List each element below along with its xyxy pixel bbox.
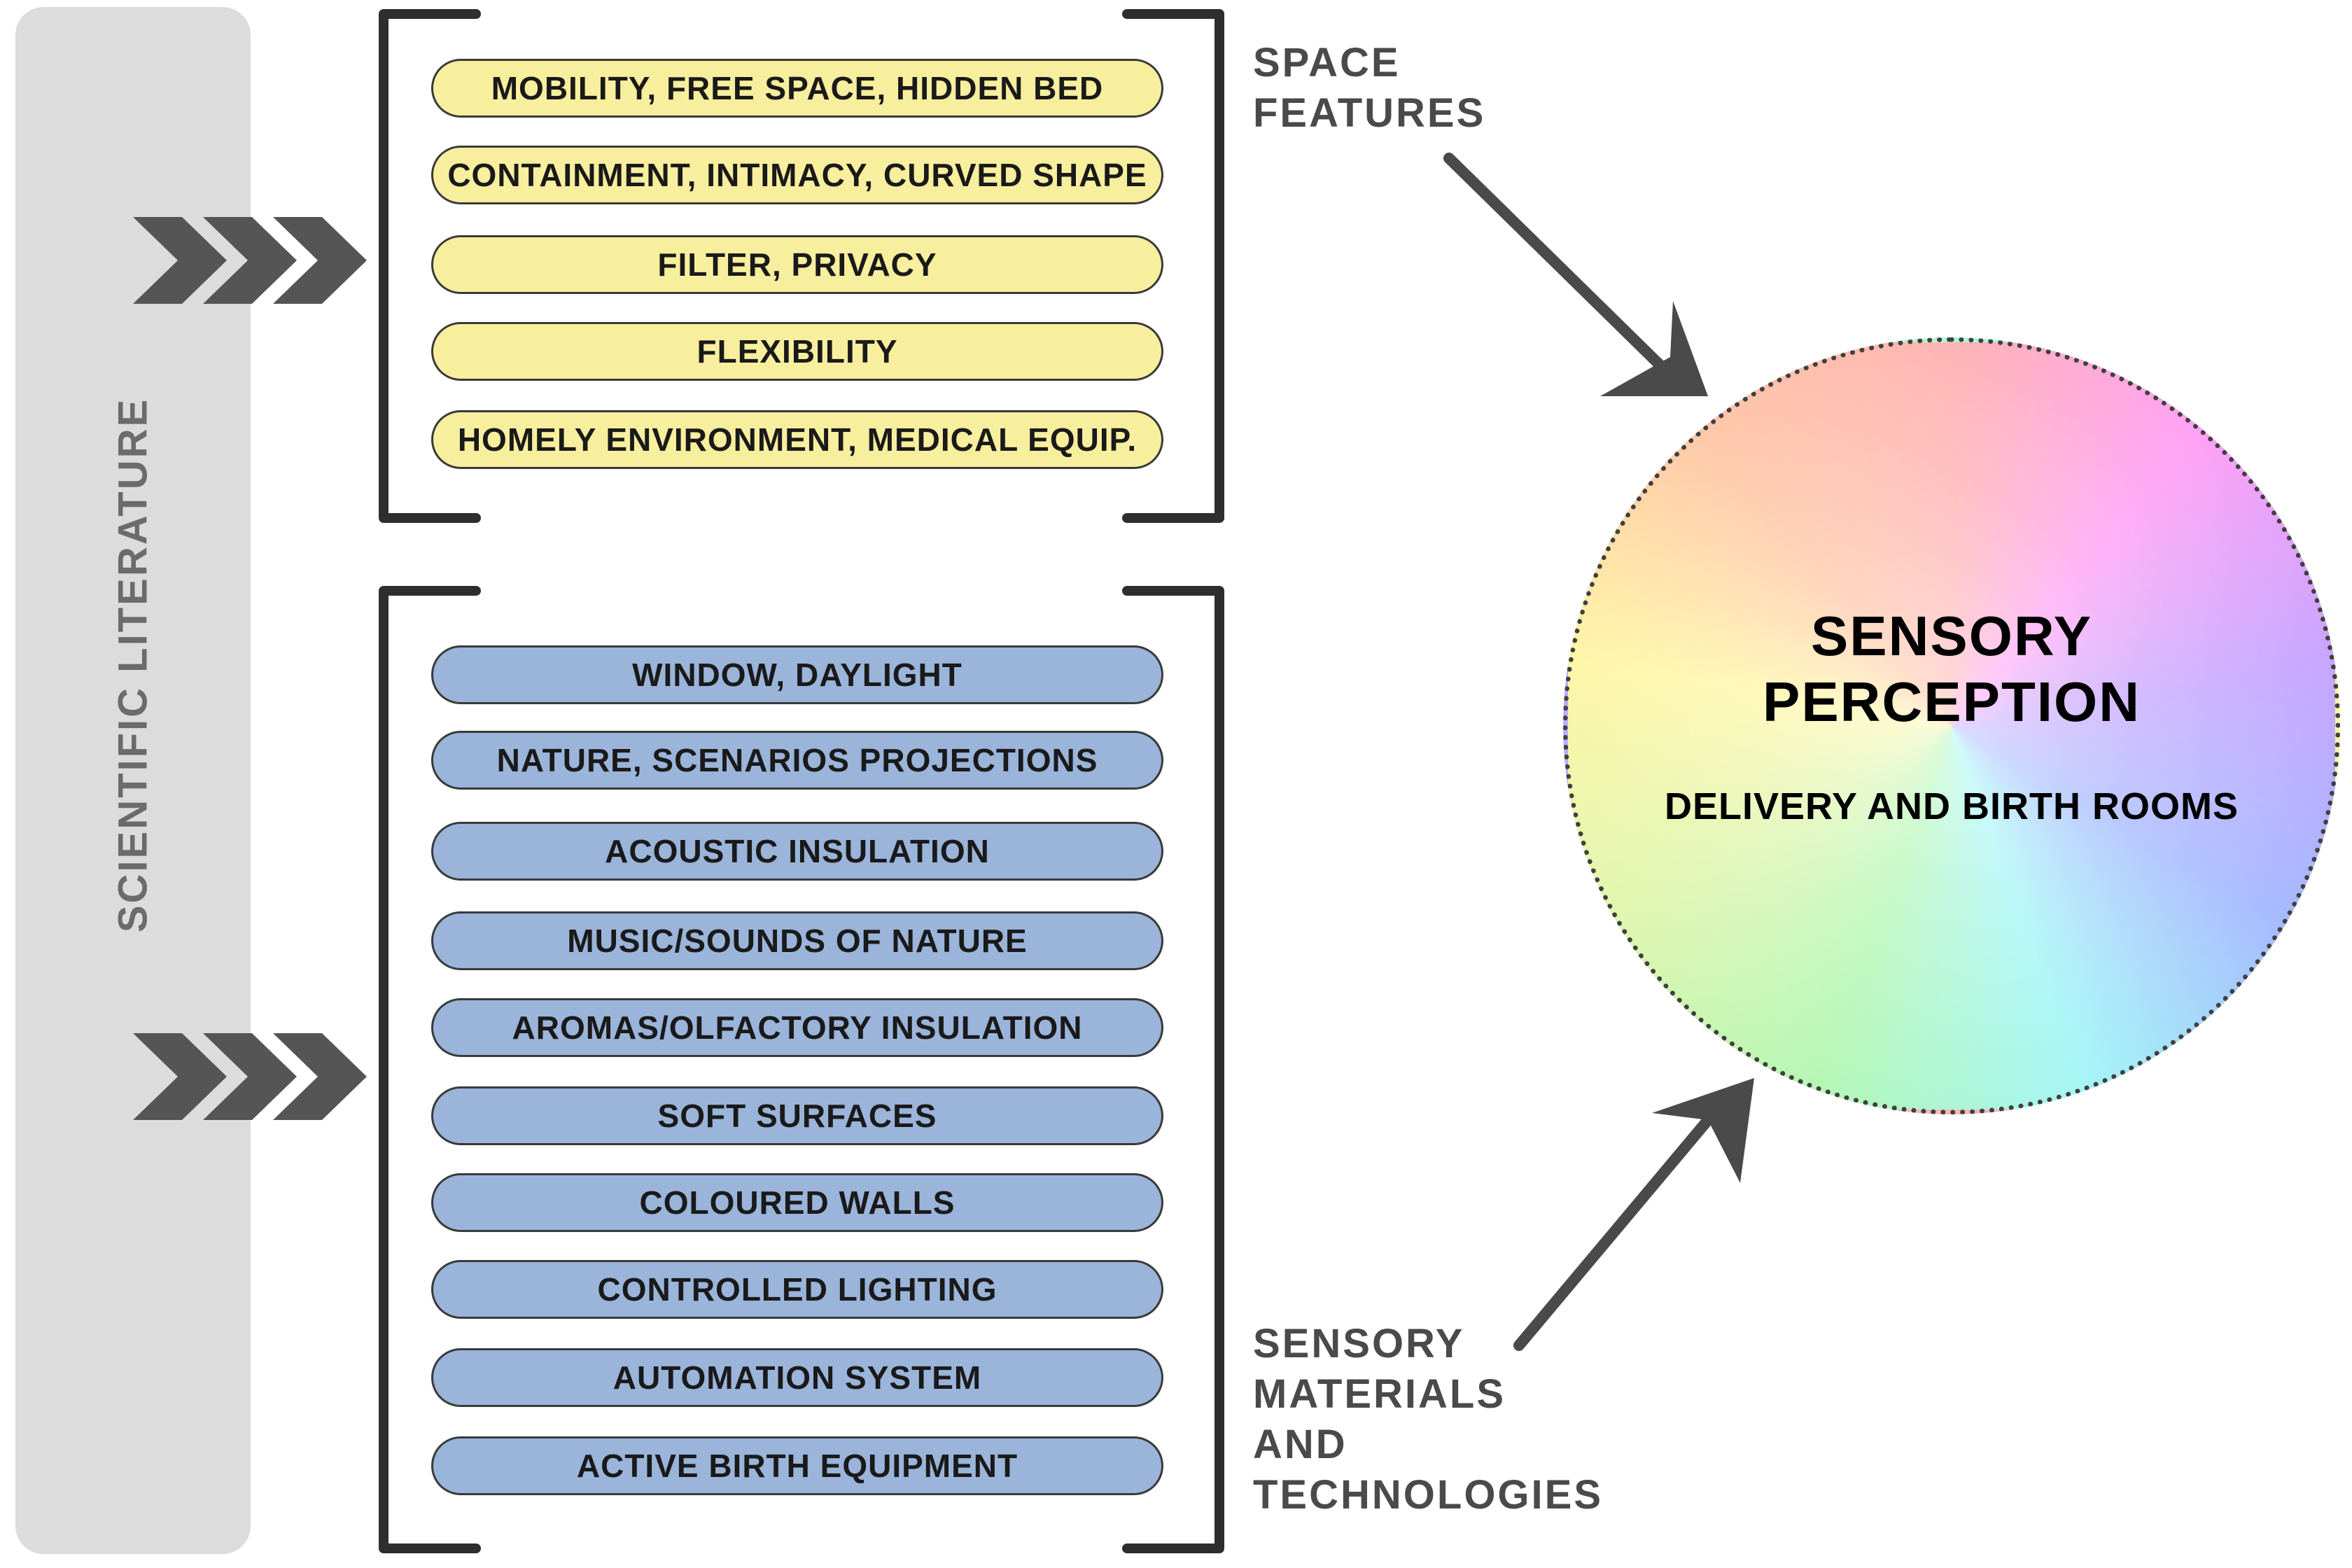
title-line: SENSORY (1810, 605, 2093, 667)
sensory-material-item: AROMAS/OLFACTORY INSULATION (431, 998, 1163, 1057)
chevron-arrows-top-icon (133, 217, 367, 304)
space-feature-item: FLEXIBILITY (431, 322, 1163, 381)
heading-line: SPACE (1253, 40, 1401, 85)
space-feature-item: HOMELY ENVIRONMENT, MEDICAL EQUIP. (431, 410, 1163, 469)
space-feature-item: CONTAINMENT, INTIMACY, CURVED SHAPE (431, 146, 1163, 204)
title-line: PERCEPTION (1762, 671, 2141, 733)
sensory-material-item: COLOURED WALLS (431, 1173, 1163, 1232)
delivery-birth-rooms-subtitle: DELIVERY AND BIRTH ROOMS (1664, 785, 2239, 827)
sensory-materials-heading: SENSORY MATERIALS AND TECHNOLOGIES (1253, 1319, 1603, 1520)
space-features-heading: SPACE FEATURES (1253, 38, 1485, 139)
sensory-material-item: SOFT SURFACES (431, 1086, 1163, 1145)
sensory-material-item: AUTOMATION SYSTEM (431, 1348, 1163, 1407)
heading-line: FEATURES (1253, 90, 1486, 136)
heading-line: SENSORY (1253, 1321, 1465, 1366)
heading-line: MATERIALS (1253, 1371, 1506, 1417)
arrow-head-materials (1652, 1078, 1754, 1183)
sensory-material-item: WINDOW, DAYLIGHT (431, 645, 1163, 704)
sensory-perception-circle (1563, 337, 2340, 1114)
sensory-material-item: NATURE, SCENARIOS PROJECTIONS (431, 731, 1163, 790)
arrow-materials-to-perception (1513, 1114, 1714, 1351)
sensory-material-item: MUSIC/SOUNDS OF NATURE (431, 911, 1163, 970)
space-feature-item: FILTER, PRIVACY (431, 235, 1163, 294)
sensory-perception-title: SENSORY PERCEPTION (1563, 603, 2340, 735)
arrow-head-space (1600, 301, 1708, 396)
scientific-literature-label: SCIENTIFIC LITERATURE (110, 397, 156, 933)
space-feature-item: MOBILITY, FREE SPACE, HIDDEN BED (431, 59, 1163, 118)
chevron-arrows-bottom-icon (133, 1033, 367, 1120)
arrow-space-to-perception (1443, 153, 1672, 377)
sensory-material-item: CONTROLLED LIGHTING (431, 1260, 1163, 1319)
heading-line: AND (1253, 1422, 1348, 1467)
heading-line: TECHNOLOGIES (1253, 1472, 1604, 1518)
sensory-material-item: ACTIVE BIRTH EQUIPMENT (431, 1436, 1163, 1495)
sensory-material-item: ACOUSTIC INSULATION (431, 822, 1163, 881)
